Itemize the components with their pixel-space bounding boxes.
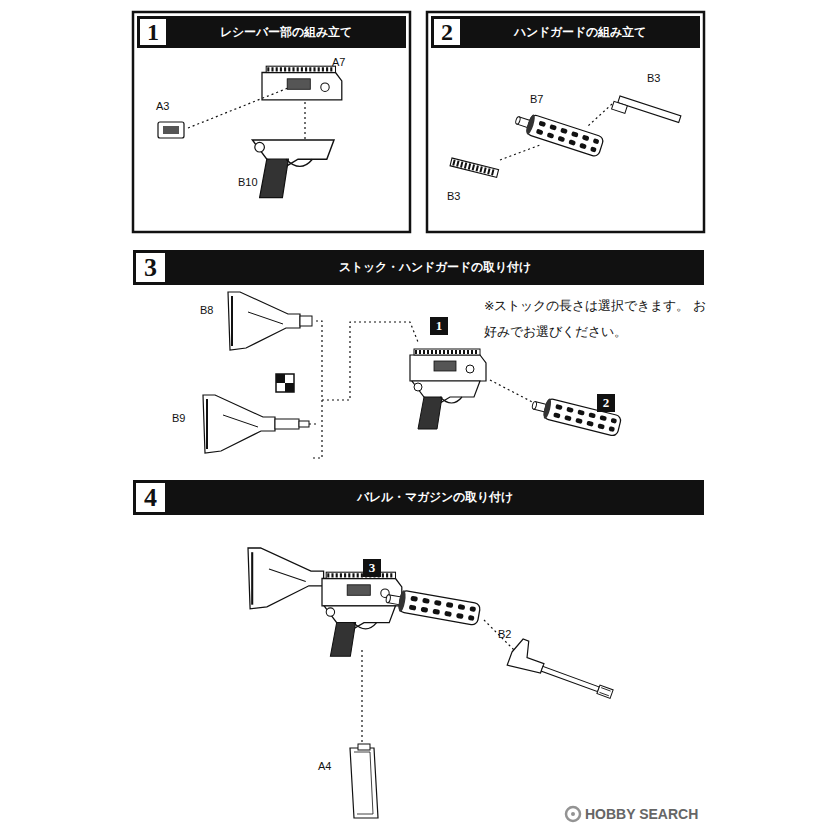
step-title: ハンドガードの組み立て xyxy=(460,25,700,40)
step-header-band: 4バレル・マガジンの取り付け xyxy=(133,480,704,515)
watermark-text: HOBBY SEARCH xyxy=(585,806,698,823)
step3-parts xyxy=(203,292,622,458)
step-number: 3 xyxy=(136,253,165,282)
callout-text: 2 xyxy=(603,395,610,411)
panel-frame xyxy=(427,12,704,232)
step-title: バレル・マガジンの取り付け xyxy=(165,490,704,505)
panel-frame xyxy=(133,12,410,232)
step-header-band: 1レシーバー部の組み立て xyxy=(137,16,406,48)
step1-parts xyxy=(158,66,342,197)
callout-number: 3 xyxy=(363,559,381,577)
step4-parts xyxy=(248,548,619,818)
callout-number: 1 xyxy=(430,317,448,335)
part-label: A7 xyxy=(332,56,345,69)
callout-number: 2 xyxy=(597,394,615,412)
step-number: 2 xyxy=(434,19,460,45)
swap-symbol xyxy=(276,374,294,392)
step-header-band: 2ハンドガードの組み立て xyxy=(431,16,700,48)
part-label: B9 xyxy=(172,412,185,425)
part-label: B3 xyxy=(447,190,460,203)
note-text: ※ストックの長さは選択できます。 お好みでお選びください。 xyxy=(484,293,706,346)
part-label: B8 xyxy=(200,304,213,317)
step2-parts xyxy=(450,95,681,178)
callout-text: 3 xyxy=(369,560,376,576)
part-label: B10 xyxy=(238,176,258,189)
part-label: A3 xyxy=(156,100,169,113)
part-label: A4 xyxy=(318,760,331,773)
part-label: B7 xyxy=(530,93,543,106)
step-title: ストック・ハンドガードの取り付け xyxy=(165,260,704,275)
callout-text: 1 xyxy=(436,318,443,334)
watermark-logo xyxy=(566,807,580,821)
part-label: B2 xyxy=(498,628,511,641)
step-title: レシーバー部の組み立て xyxy=(166,25,406,40)
step-number: 1 xyxy=(140,19,166,45)
step-number: 4 xyxy=(136,483,165,512)
step-header-band: 3ストック・ハンドガードの取り付け xyxy=(133,250,704,285)
part-label: B3 xyxy=(647,72,660,85)
